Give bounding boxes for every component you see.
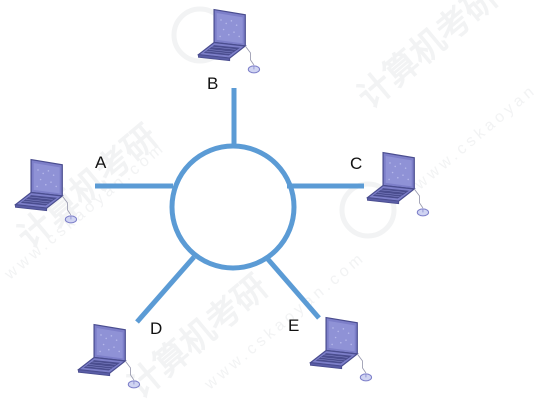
node-a: A xyxy=(14,153,107,224)
node-e: E xyxy=(288,316,373,382)
node-b-label: B xyxy=(207,74,218,93)
node-b: B xyxy=(197,8,261,93)
watermark-url: www.cskaoyan.com xyxy=(411,49,538,194)
watermark-url: www.cskaoyan.com xyxy=(1,139,169,284)
node-e-label: E xyxy=(288,316,299,335)
link-e xyxy=(264,255,321,320)
node-c-label: C xyxy=(350,154,362,173)
link-d xyxy=(135,255,196,324)
node-c: C xyxy=(350,151,430,217)
node-a-label: A xyxy=(95,153,107,172)
ring-network xyxy=(95,88,364,324)
laptop-icon xyxy=(197,8,261,74)
ring-link xyxy=(169,143,297,271)
laptop-icon xyxy=(309,316,373,382)
watermark-text: 计算机考研 xyxy=(351,0,506,116)
node-d: D xyxy=(77,319,162,389)
node-d-label: D xyxy=(150,319,162,338)
